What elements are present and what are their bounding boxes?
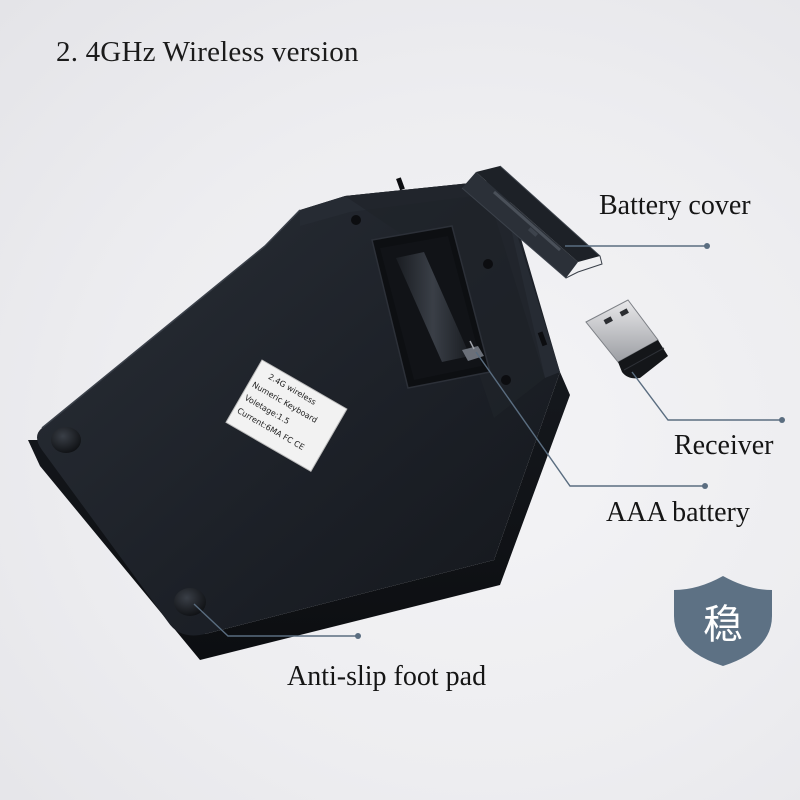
foot-pads — [51, 427, 206, 616]
callout-dot-receiver — [779, 417, 785, 423]
usb-receiver — [585, 299, 668, 379]
shield-character: 稳 — [703, 602, 743, 648]
callout-dot-aaa — [702, 483, 708, 489]
callout-dot-battery-cover — [704, 243, 710, 249]
callout-line-aaa — [475, 351, 705, 487]
shield-icon — [674, 576, 772, 666]
label-battery-cover: Battery cover — [599, 190, 751, 221]
housing-details — [351, 177, 548, 385]
label-aaa-battery: AAA battery — [606, 497, 750, 528]
label-receiver: Receiver — [674, 430, 774, 461]
callout-line-foot — [193, 603, 358, 637]
page-heading: 2. 4GHz Wireless version — [56, 36, 359, 68]
aaa-battery — [396, 252, 484, 362]
battery-cover — [461, 165, 603, 279]
callout-line-receiver — [631, 371, 782, 421]
label-foot-pad: Anti-slip foot pad — [287, 661, 487, 692]
callout-lines — [193, 243, 785, 639]
callout-dot-foot — [355, 633, 361, 639]
